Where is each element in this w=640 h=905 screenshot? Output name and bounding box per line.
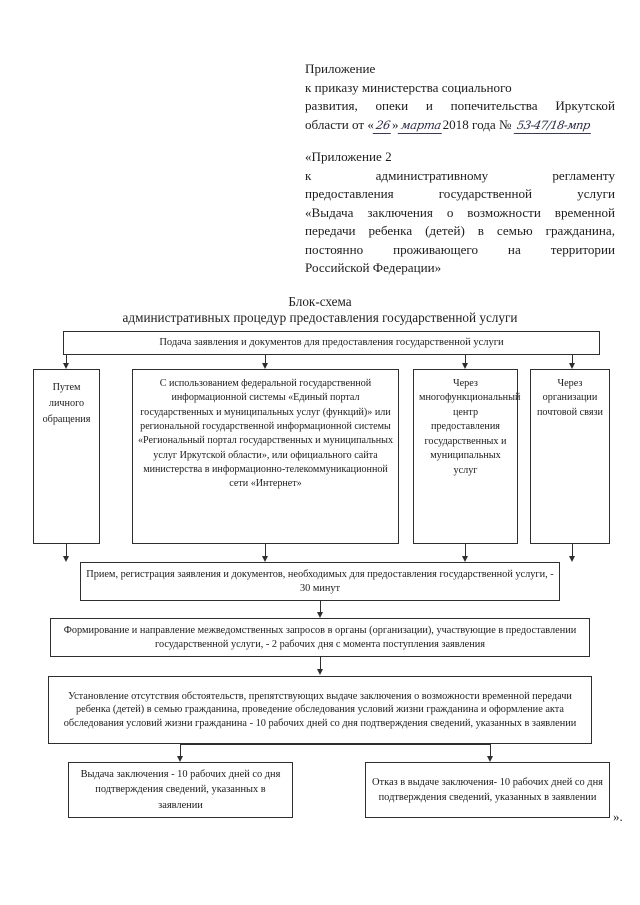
header-line-4: области от «26»марта2018 года № 53-47/18… bbox=[305, 116, 615, 135]
header-line-2: к приказу министерства социального bbox=[305, 79, 512, 95]
connector-n2d-n3 bbox=[572, 544, 573, 558]
chart-title-line-1: Блок-схема bbox=[288, 294, 352, 309]
connector-n2c-n3 bbox=[465, 544, 466, 558]
arrow-n3-n4 bbox=[317, 612, 323, 618]
arrow-n2d-n3 bbox=[569, 556, 575, 562]
connector-n1-n2a bbox=[66, 355, 67, 365]
arrow-n5-n6a bbox=[177, 756, 183, 762]
connector-n2a-n3 bbox=[66, 544, 67, 558]
connector-n5-n6b bbox=[490, 744, 491, 758]
arrow-n1-n2a bbox=[63, 363, 69, 369]
header-line-3: развития, опеки и попечительства Иркутск… bbox=[305, 98, 615, 114]
header-line-1: Приложение bbox=[305, 61, 376, 76]
connector-n1-n2b bbox=[265, 355, 266, 365]
arrow-n1-n2c bbox=[462, 363, 468, 369]
chart-title-line-2: административных процедур предоставления… bbox=[122, 310, 518, 325]
subheader-line-7: Российской Федерации» bbox=[305, 260, 442, 276]
arrow-n2c-n3 bbox=[462, 556, 468, 562]
arrow-n4-n5 bbox=[317, 669, 323, 675]
flow-node-registration: Прием, регистрация заявления и документо… bbox=[80, 562, 560, 601]
connector-n1-n2d bbox=[572, 355, 573, 365]
flow-node-circumstances-check: Установление отсутствия обстоятельств, п… bbox=[48, 676, 592, 744]
connector-n1-n2c bbox=[465, 355, 466, 365]
header-order-year: 2018 года № bbox=[442, 116, 512, 132]
connector-n3-n4 bbox=[320, 601, 321, 614]
arrow-n2b-n3 bbox=[262, 556, 268, 562]
flow-node-postal-service: Через организации почтовой связи bbox=[530, 369, 610, 544]
flow-node-personal-visit: Путем личного обращения bbox=[33, 369, 100, 544]
handwritten-day: 26 bbox=[372, 116, 394, 135]
connector-n5-n6a bbox=[180, 744, 181, 758]
regulation-reference-block: «Приложение 2 к административному реглам… bbox=[305, 148, 615, 278]
flow-node-application-submission: Подача заявления и документов для предос… bbox=[63, 331, 600, 355]
flow-node-refusal: Отказ в выдаче заключения- 10 рабочих дн… bbox=[365, 762, 610, 818]
subheader-line-2: к административному регламенту bbox=[305, 167, 615, 183]
handwritten-order-number: 53-47/18-мпр bbox=[513, 116, 593, 135]
flow-node-electronic-portals: С использованием федеральной государстве… bbox=[132, 369, 399, 544]
arrow-n1-n2b bbox=[262, 363, 268, 369]
appendix-reference-block: Приложение к приказу министерства социал… bbox=[305, 60, 615, 135]
header-order-mid: » bbox=[392, 116, 399, 132]
connector-n4-n5 bbox=[320, 657, 321, 672]
header-order-prefix: области от « bbox=[305, 116, 374, 132]
subheader-line-4: «Выдача заключения о возможности временн… bbox=[305, 204, 615, 220]
arrow-n5-n6b bbox=[487, 756, 493, 762]
connector-n2b-n3 bbox=[265, 544, 266, 558]
flow-node-mfc-center: Через многофункциональный центр предоста… bbox=[413, 369, 520, 544]
subheader-line-6: постоянно проживающего на территории bbox=[305, 241, 615, 257]
arrow-n1-n2d bbox=[569, 363, 575, 369]
subheader-line-3: предоставления государственной услуги bbox=[305, 186, 615, 202]
flow-node-issue-conclusion: Выдача заключения - 10 рабочих дней со д… bbox=[68, 762, 293, 818]
subheader-line-1: «Приложение 2 bbox=[305, 149, 392, 164]
connector-n5-fork-bar bbox=[180, 744, 490, 745]
arrow-n2a-n3 bbox=[63, 556, 69, 562]
subheader-line-5: передачи ребенка (детей) в семью граждан… bbox=[305, 223, 615, 239]
flow-node-interagency-requests: Формирование и направление межведомствен… bbox=[50, 618, 590, 657]
closing-quote-mark: ». bbox=[613, 809, 623, 824]
handwritten-month: марта bbox=[397, 116, 444, 135]
